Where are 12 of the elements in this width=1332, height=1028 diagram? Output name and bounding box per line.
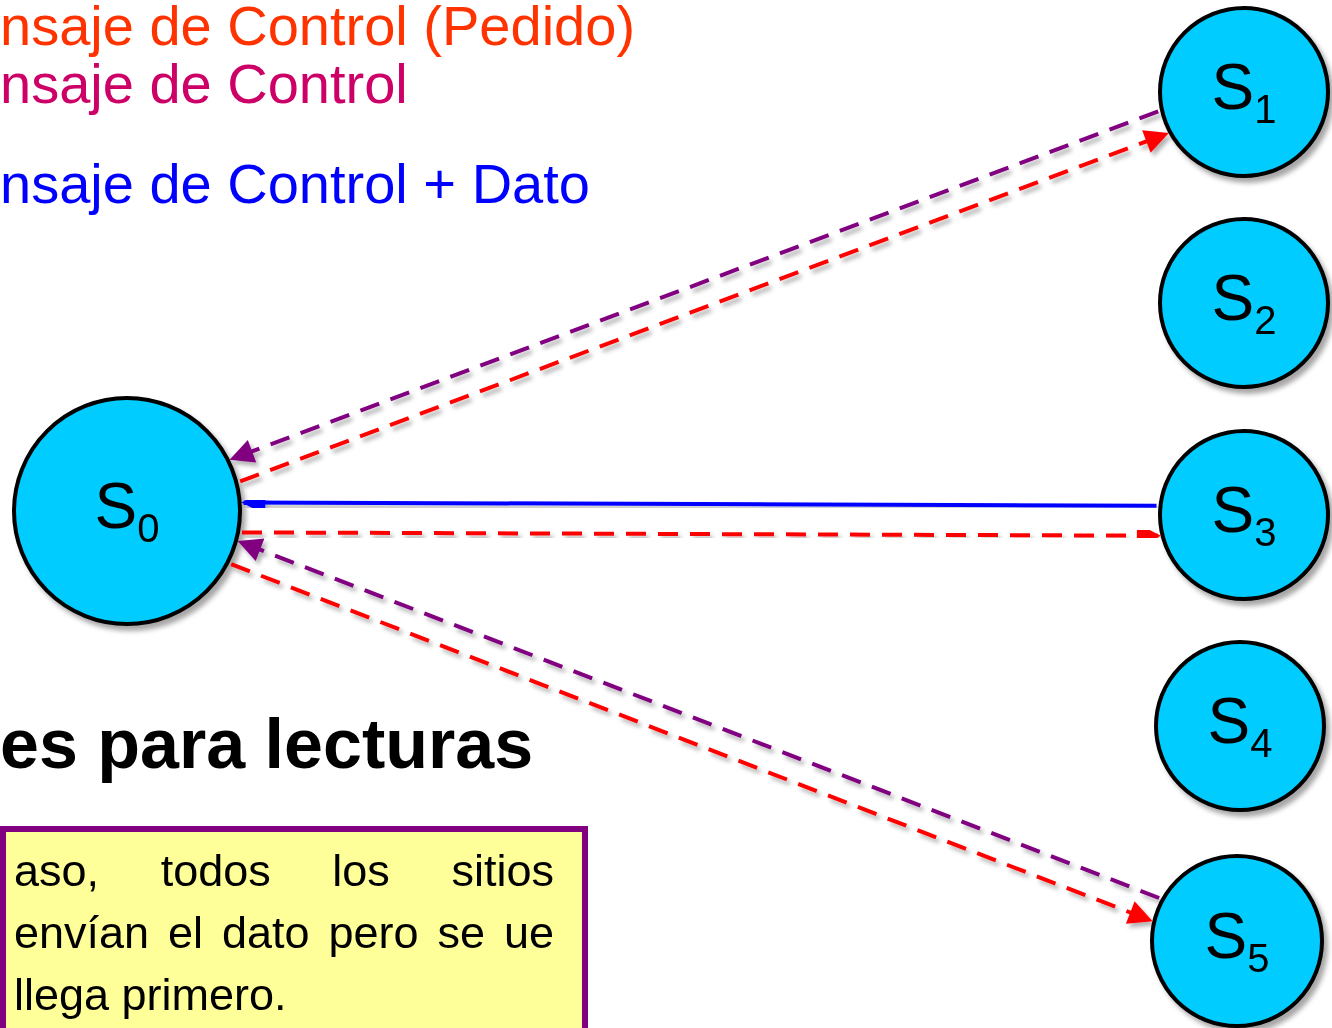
note-box xyxy=(0,826,588,1028)
dashed-arrow xyxy=(242,523,1161,548)
site-label: S$_{1}$ xyxy=(1211,55,1277,129)
site-label: S$_{2}$ xyxy=(1211,266,1277,340)
site-label: S$_{4}$ xyxy=(1207,689,1273,763)
section-heading: es para lecturas xyxy=(0,704,534,785)
legend-text: nsaje de Control + Dato xyxy=(0,152,590,216)
note-text: aso, todos los sitios envían el dato pero se ue llega primero. xyxy=(14,844,554,1022)
site-label: S$_{5}$ xyxy=(1204,904,1270,978)
site-label: S$_{0}$ xyxy=(94,474,160,548)
arrow xyxy=(241,490,1157,515)
site-label: S$_{3}$ xyxy=(1211,478,1277,552)
